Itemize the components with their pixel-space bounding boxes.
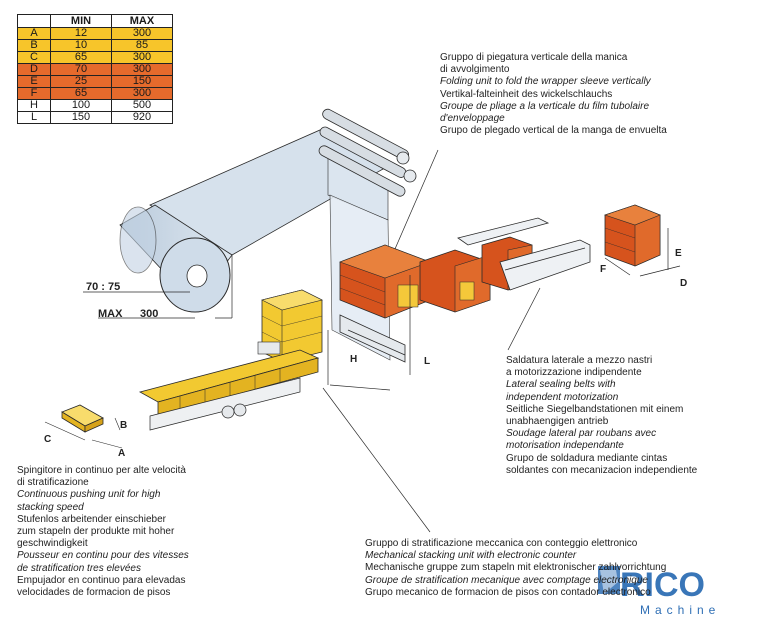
pushing-unit-description: Spingitore in continuo per alte velocità… — [17, 465, 189, 599]
folding-unit-description: Gruppo di piegatura verticale della mani… — [440, 52, 667, 137]
pushing-line-9: de stratification tres elevées — [17, 562, 141, 574]
row-max: 300 — [111, 51, 173, 64]
table-row: D 70 300 — [17, 63, 173, 76]
guide-rails — [339, 314, 406, 363]
table-header-row: MIN MAX — [17, 14, 173, 28]
final-pack-dimensions — [604, 228, 681, 277]
row-min: 25 — [50, 75, 112, 88]
dimension-L: L — [424, 356, 430, 367]
row-min: 65 — [50, 87, 112, 100]
pushing-line-2: di stratificazione — [17, 477, 89, 489]
folding-line-6: d'enveloppage — [440, 113, 505, 125]
wrapped-pack-main — [339, 244, 431, 319]
table-row: A 12 300 — [17, 27, 173, 40]
sealing-line-8: motorisation independante — [506, 440, 624, 452]
dimension-E: E — [675, 248, 682, 259]
folding-line-5: Groupe de pliage a la verticale du film … — [440, 100, 650, 112]
sealing-line-2: a motorizzazione indipendente — [506, 367, 642, 379]
film-roll — [119, 204, 233, 313]
row-min: 150 — [50, 111, 112, 124]
sealing-line-10: soldantes con mecanizacion independiente — [506, 464, 698, 476]
row-max: 300 — [111, 27, 173, 40]
pushing-conveyor — [138, 349, 320, 431]
pushing-line-7: geschwindigkeit — [17, 538, 88, 550]
pushing-line-11: velocidades de formacion de pisos — [17, 587, 171, 599]
folding-rollers — [318, 108, 417, 197]
sealing-line-5: Seitliche Siegelbandstationen mit einem — [506, 403, 684, 415]
roll-max-value: 300 — [140, 308, 158, 320]
wrapped-pack-second — [419, 249, 491, 313]
stacking-line-3: Mechanische gruppe zum stapeln mit elekt… — [365, 562, 667, 574]
roll-max-label: MAX — [98, 308, 123, 320]
final-wrapped-pack — [604, 204, 661, 267]
table-row: C 65 300 — [17, 51, 173, 64]
pushing-line-5: Stufenlos arbeitender einschieber — [17, 513, 166, 525]
pushing-line-10: Empujador en continuo para elevadas — [17, 574, 186, 586]
sealing-line-7: Soudage lateral par roubans avec — [506, 428, 657, 440]
table-row: L 150 920 — [17, 111, 173, 124]
stacking-unit-description: Gruppo di stratificazione meccanica con … — [365, 538, 666, 599]
pushing-line-8: Pousseur en continu pour des vitesses — [17, 550, 189, 562]
pushing-line-3: Continuous pushing unit for high — [17, 489, 161, 501]
row-label: H — [17, 99, 51, 112]
row-max: 150 — [111, 75, 173, 88]
sealing-belts — [457, 217, 591, 291]
table-row: B 10 85 — [17, 39, 173, 52]
stacking-line-1: Gruppo di stratificazione meccanica con … — [365, 538, 638, 549]
row-label: A — [17, 27, 51, 40]
folding-line-2: di avvolgimento — [440, 64, 510, 76]
product-dimension-lines — [44, 417, 123, 449]
dimension-H: H — [350, 354, 357, 365]
row-min: 70 — [50, 63, 112, 76]
sealing-line-1: Saldatura laterale a mezzo nastri — [506, 355, 653, 366]
table-row: E 25 150 — [17, 75, 173, 88]
sealing-line-4: independent motorization — [506, 391, 619, 403]
stacking-leader-line — [322, 387, 431, 533]
dimension-F: F — [600, 264, 606, 275]
folding-line-4: Vertikal-falteinheit des wickelschlauchs — [440, 88, 613, 100]
sealing-leader-line — [507, 287, 541, 351]
sealing-line-6: unabhaengigen antrieb — [506, 416, 609, 428]
table-header-label — [17, 14, 51, 28]
sealing-line-9: Grupo de soldadura mediante cintas — [506, 452, 668, 464]
table-header-max: MAX — [111, 14, 173, 28]
pushing-line-4: stacking speed — [17, 501, 84, 513]
stacking-line-4: Groupe de stratification mecanique avec … — [365, 574, 648, 586]
row-label: D — [17, 63, 51, 76]
single-product — [61, 404, 104, 433]
row-max: 300 — [111, 87, 173, 100]
folding-line-7: Grupo de plegado vertical de la manga de… — [440, 125, 667, 137]
table-row: H 100 500 — [17, 99, 173, 112]
sealing-unit-description: Saldatura laterale a mezzo nastri a moto… — [506, 355, 697, 477]
row-label: L — [17, 111, 51, 124]
table-header-min: MIN — [50, 14, 112, 28]
row-max: 920 — [111, 111, 173, 124]
folding-line-3: Folding unit to fold the wrapper sleeve … — [440, 76, 651, 88]
dimensions-table: MIN MAX A 12 300 B 10 85 C 65 300 D 70 3… — [17, 14, 173, 124]
dimension-A: A — [118, 448, 125, 459]
dimension-C: C — [44, 434, 51, 445]
rico-machine-logo: RICO Machine — [598, 566, 720, 617]
stacking-line-5: Grupo mecanico de formacion de pisos con… — [365, 586, 651, 598]
dimension-B: B — [120, 420, 127, 431]
stacking-line-2: Mechanical stacking unit with electronic… — [365, 550, 577, 562]
hl-dimension-lines — [327, 275, 411, 391]
pushing-line-1: Spingitore in continuo per alte velocità — [17, 465, 186, 476]
dimension-D: D — [680, 278, 687, 289]
roll-dimension-lines — [83, 255, 233, 319]
table-row: F 65 300 — [17, 87, 173, 100]
logo-brand-text: RICO — [620, 566, 705, 604]
pushing-line-6: zum stapeln der produkte mit hoher — [17, 526, 175, 538]
sealing-line-3: Lateral sealing belts with — [506, 379, 616, 391]
logo-sub-text: Machine — [640, 603, 720, 617]
folding-line-1: Gruppo di piegatura verticale della mani… — [440, 52, 628, 63]
roll-diameter-label: 70 : 75 — [86, 281, 120, 293]
stacking-unit — [257, 289, 323, 363]
row-max: 85 — [111, 39, 173, 52]
